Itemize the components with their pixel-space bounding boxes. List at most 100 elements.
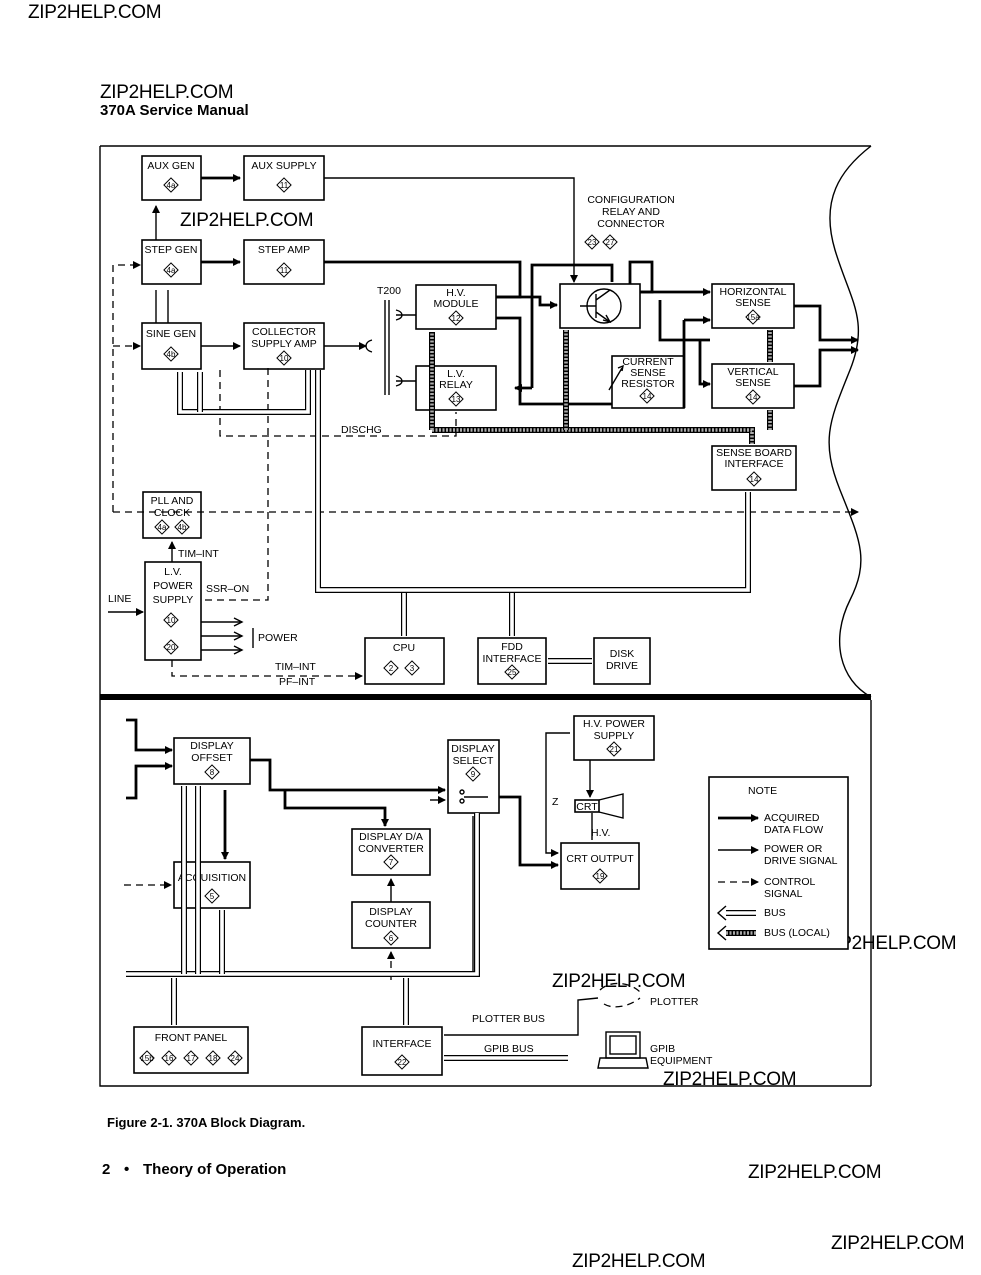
svg-text:11: 11	[280, 181, 289, 190]
svg-text:CONFIGURATION: CONFIGURATION	[587, 194, 674, 206]
svg-text:AUX GEN: AUX GEN	[147, 160, 194, 172]
svg-text:24: 24	[231, 1054, 240, 1063]
svg-text:SENSE: SENSE	[735, 377, 771, 389]
t200-label: T200	[377, 285, 401, 297]
svg-text:DISPLAY: DISPLAY	[369, 906, 413, 918]
collector-supply-amp-block: COLLECTOR SUPPLY AMP 10	[243, 322, 325, 370]
watermark: ZIP2HELP.COM	[748, 1162, 882, 1183]
svg-text:SUPPLY: SUPPLY	[594, 730, 635, 742]
svg-text:14: 14	[749, 393, 758, 402]
svg-text:H.V. POWER: H.V. POWER	[583, 718, 645, 730]
svg-text:INTERFACE: INTERFACE	[725, 458, 784, 470]
svg-text:SENSE: SENSE	[735, 297, 771, 309]
svg-text:DRIVE: DRIVE	[606, 660, 638, 672]
svg-text:RESISTOR: RESISTOR	[621, 378, 675, 390]
hv-power-supply-block: H.V. POWER SUPPLY 21	[573, 715, 655, 761]
svg-text:COUNTER: COUNTER	[365, 918, 417, 930]
svg-text:VERTICAL: VERTICAL	[727, 366, 778, 378]
svg-text:L.V.: L.V.	[447, 368, 465, 380]
svg-text:CPU: CPU	[393, 642, 415, 654]
plotter-bus-label: PLOTTER BUS	[472, 1013, 545, 1025]
svg-text:CURRENT: CURRENT	[622, 356, 674, 368]
svg-text:RELAY AND: RELAY AND	[602, 206, 660, 218]
svg-text:ACQUIRED: ACQUIRED	[764, 812, 820, 824]
svg-text:EQUIPMENT: EQUIPMENT	[650, 1055, 713, 1067]
hv-label: H.V.	[591, 827, 610, 839]
crt-symbol: CRT	[574, 793, 624, 819]
sense-board-interface-block: SENSE BOARD INTERFACE 14	[711, 445, 797, 491]
svg-text:22: 22	[398, 1058, 407, 1067]
svg-text:4b: 4b	[167, 350, 176, 359]
svg-text:4a: 4a	[167, 266, 176, 275]
lv-relay-block: L.V. RELAY 13	[415, 365, 497, 411]
hv-module-block: H.V. MODULE 12	[415, 284, 497, 330]
svg-text:SUPPLY: SUPPLY	[153, 594, 194, 606]
svg-text:HORIZONTAL: HORIZONTAL	[720, 286, 787, 298]
svg-text:PLOTTER: PLOTTER	[650, 996, 699, 1008]
front-panel-block: FRONT PANEL 15b 16 17 18 24	[133, 1026, 249, 1074]
svg-text:20: 20	[167, 643, 176, 652]
display-da-converter-block: DISPLAY D/A CONVERTER 7	[351, 828, 431, 876]
svg-text:9: 9	[471, 770, 476, 779]
svg-text:17: 17	[187, 1054, 196, 1063]
manual-title: 370A Service Manual	[100, 102, 249, 119]
display-select-block: DISPLAY SELECT 9	[447, 739, 500, 814]
svg-text:INTERFACE: INTERFACE	[483, 653, 542, 665]
svg-text:16: 16	[165, 1054, 174, 1063]
current-sense-resistor-block: CURRENT SENSE RESISTOR 14	[608, 355, 685, 409]
svg-text:FRONT PANEL: FRONT PANEL	[155, 1032, 228, 1044]
svg-text:MODULE: MODULE	[434, 298, 479, 310]
svg-text:5: 5	[210, 892, 215, 901]
configuration-label: CONFIGURATION RELAY AND CONNECTOR 23 27	[584, 194, 675, 250]
svg-text:21: 21	[610, 745, 619, 754]
svg-text:15b: 15b	[140, 1054, 154, 1063]
svg-text:CONNECTOR: CONNECTOR	[597, 218, 665, 230]
vertical-sense-block: VERTICAL SENSE 14	[711, 363, 795, 409]
cpu-block: CPU 2 3	[364, 637, 445, 685]
svg-text:15a: 15a	[746, 313, 760, 322]
svg-text:BUS: BUS	[764, 907, 786, 919]
svg-text:SIGNAL: SIGNAL	[764, 888, 803, 900]
svg-text:CLOCK: CLOCK	[154, 507, 190, 519]
svg-text:OFFSET: OFFSET	[191, 752, 233, 764]
svg-text:25: 25	[508, 668, 517, 677]
watermark: ZIP2HELP.COM	[572, 1251, 706, 1272]
svg-text:SELECT: SELECT	[453, 755, 494, 767]
svg-text:STEP AMP: STEP AMP	[258, 244, 310, 256]
watermark: ZIP2HELP.COM	[180, 210, 314, 231]
watermark: ZIP2HELP.COM	[663, 1069, 797, 1090]
tim-int2-label: TIM–INT	[275, 661, 316, 673]
svg-text:8: 8	[210, 768, 215, 777]
footer-section: Theory of Operation	[143, 1161, 287, 1178]
svg-text:13: 13	[452, 395, 461, 404]
legend: NOTE ACQUIRED DATA FLOW POWER OR DRIVE S…	[708, 776, 849, 950]
svg-text:CRT: CRT	[576, 801, 598, 813]
svg-text:14: 14	[750, 475, 759, 484]
figure-caption: Figure 2-1. 370A Block Diagram.	[107, 1115, 306, 1130]
svg-text:CONTROL: CONTROL	[764, 876, 815, 888]
aux-supply-block: AUX SUPPLY 11	[243, 155, 325, 201]
display-counter-block: DISPLAY COUNTER 6	[351, 901, 431, 949]
svg-text:DISK: DISK	[610, 648, 635, 660]
gpib-equipment-icon: GPIB EQUIPMENT	[597, 1031, 713, 1069]
dischg-label: DISCHG	[341, 424, 382, 436]
svg-text:STEP GEN: STEP GEN	[145, 244, 198, 256]
disk-drive-block: DISK DRIVE	[593, 637, 651, 685]
svg-text:RELAY: RELAY	[439, 379, 473, 391]
watermark: ZIP2HELP.COM	[28, 2, 162, 23]
gpib-bus-label: GPIB BUS	[484, 1043, 534, 1055]
svg-text:SUPPLY AMP: SUPPLY AMP	[251, 338, 317, 350]
svg-text:FDD: FDD	[501, 641, 523, 653]
svg-text:23: 23	[588, 238, 597, 247]
svg-text:AUX SUPPLY: AUX SUPPLY	[251, 160, 316, 172]
line-label: LINE	[108, 593, 131, 605]
svg-text:SENSE: SENSE	[630, 367, 666, 379]
tim-int-label: TIM–INT	[178, 548, 219, 560]
watermark: ZIP2HELP.COM	[100, 82, 234, 103]
aux-gen-block: AUX GEN 4a	[141, 155, 202, 201]
acquisition-block: ACQUISITION 5	[173, 861, 251, 909]
svg-text:CRT OUTPUT: CRT OUTPUT	[566, 853, 634, 865]
config-relay-box	[559, 283, 641, 329]
interface-block: INTERFACE 22	[361, 1026, 443, 1076]
